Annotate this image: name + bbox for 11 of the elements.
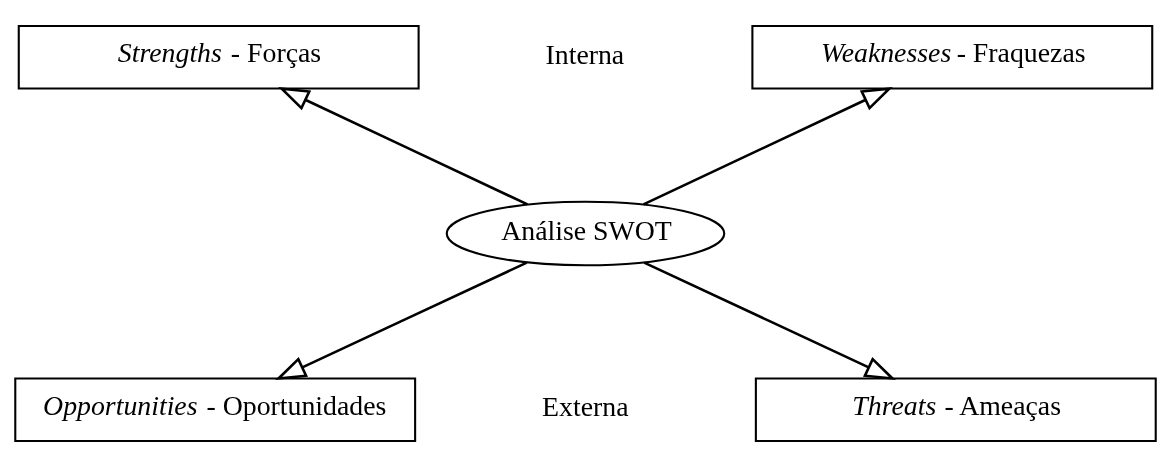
arrow xyxy=(643,260,896,380)
node-ellipse: Análise SWOT xyxy=(445,200,726,266)
node-box: Weaknesses - Fraquezas xyxy=(751,24,1154,90)
node-box: Opportunities - Oportunidades xyxy=(14,376,417,442)
arrow xyxy=(642,86,893,206)
arrow xyxy=(275,260,528,380)
arrow xyxy=(278,86,529,206)
label: Interna xyxy=(545,38,625,70)
node-box: Threats - Ameaças xyxy=(754,376,1157,442)
label: Externa xyxy=(542,390,629,422)
node-box: Strengths - Forças xyxy=(17,24,420,90)
